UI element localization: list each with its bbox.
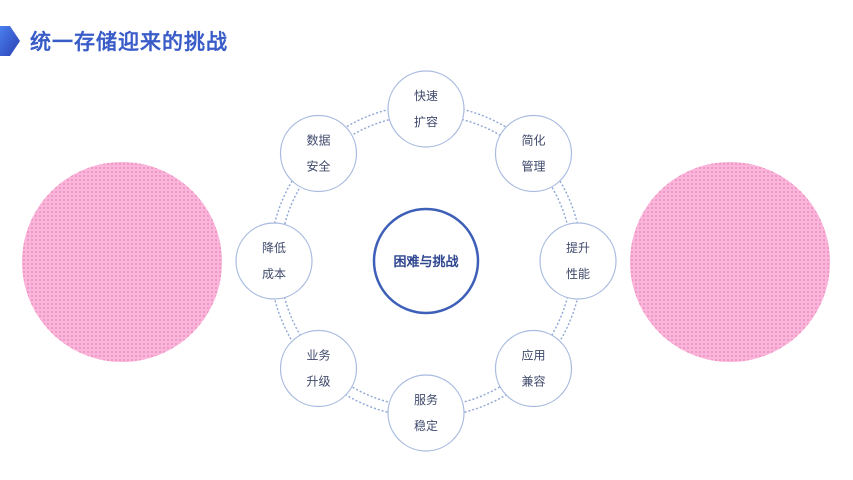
node-circle [387,374,465,452]
node-label-line1: 应用 [521,348,545,363]
page-title: 统一存储迎来的挑战 [30,30,228,54]
node-label-line2: 成本 [262,267,286,281]
center-node: 困难与挑战 [372,207,480,315]
node-label-line2: 兼容 [521,374,545,389]
center-label: 困难与挑战 [393,254,458,270]
node-label-line2: 管理 [521,159,545,174]
node-label-line1: 快速 [414,89,438,103]
node-label-line1: 简化 [521,134,545,148]
title-bar: 统一存储迎来的挑战 [0,26,228,56]
node-label-line1: 降低 [262,241,286,255]
node-label-line2: 稳定 [414,418,438,433]
node-circle [279,114,358,193]
node-label-line2: 性能 [566,267,590,281]
node-circle [387,70,465,148]
node-circle [539,222,617,300]
node-label-line2: 安全 [306,159,330,174]
title-chevron-icon [0,26,20,56]
node-circle [235,222,313,300]
node-label-line2: 升级 [306,375,330,389]
decorative-pink-circle-right [630,162,830,362]
node-label-line1: 提升 [566,240,590,255]
node-label-line2: 扩容 [414,114,438,129]
decorative-pink-circle-left [22,162,222,362]
node-label-line1: 业务 [306,348,330,363]
node-circle [494,329,573,408]
node-circle [279,329,358,408]
node-label-line1: 数据 [306,133,330,148]
node-label-line1: 服务 [414,392,438,407]
node-circle [494,114,573,193]
center-circle [372,207,480,315]
